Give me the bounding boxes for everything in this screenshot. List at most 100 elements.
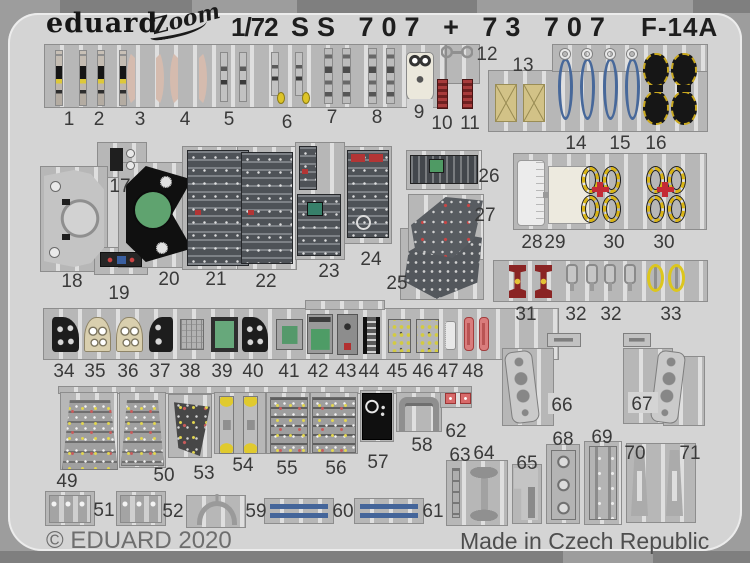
part-graphic-bow [643,53,669,87]
part-graphic-red-h [479,317,489,351]
part-graphic-blue-loop [558,58,573,120]
part-number-label: 66 [551,395,573,416]
part-graphic-gear-w [160,176,172,188]
part-graphic-keypad [416,319,439,353]
scale-label: 1/72 [231,12,279,42]
part-graphic-belt-a [97,50,105,106]
part-graphic-belt-b [271,52,279,96]
part-graphic-buckle54 [243,396,258,454]
part-number-label: 37 [149,361,171,382]
part-number-label: 53 [193,463,215,484]
part-graphic-buckle54 [219,396,234,454]
part-number-label: 61 [422,501,444,522]
part-graphic-ringy [668,167,685,193]
part-number-label: 32 [565,304,587,325]
part-number-label: 24 [360,249,382,270]
part-number-label: 7 [326,107,338,128]
part-graphic-cons55 [312,397,356,453]
part-graphic-belt-a [55,50,63,106]
part-graphic-gauge-crm [84,317,111,352]
part-graphic-belt-c [324,48,333,104]
part-graphic-console [299,146,317,190]
part-graphic-strap-r [148,50,164,107]
part-graphic-dot-y [302,92,310,104]
part-number-label: 12 [476,44,498,65]
part-graphic-ox-mask [406,52,434,102]
part-graphic-gear-w [156,242,168,254]
part-number-label: 34 [53,361,75,382]
part-number-label: 63 [449,445,471,466]
part-graphic-strap-l [170,50,186,107]
frame-tab-top-center [297,0,477,13]
part-number-label: 55 [276,458,298,479]
part-graphic-console24 [347,150,389,238]
part-number-label: 48 [462,361,484,382]
part-graphic-panel-dark [62,234,70,240]
part-graphic-panel26 [410,155,478,184]
part-number-label: 15 [609,133,631,154]
part-number-label: 32 [600,304,622,325]
part-graphic-buckle [566,264,578,284]
part-number-label: 17 [109,176,131,197]
part-graphic-gauge-blk [242,317,268,352]
part-graphic-green-circ [133,190,173,230]
part-number-label: 28 [521,232,543,253]
part-number-label: 68 [552,429,574,450]
part-number-label: 30 [603,232,625,253]
part-graphic-white-brk2 [445,321,456,350]
part-number-label: 19 [108,283,130,304]
part-graphic-ringy [582,196,599,222]
part-graphic-arch59 [197,501,237,525]
part-graphic-belt-c [342,48,351,104]
part-graphic-circle-w [126,149,135,158]
part-graphic-panel-dark [62,199,70,205]
part-number-label: 30 [653,232,675,253]
part-number-label: 42 [307,361,329,382]
part-number-label: 26 [478,166,500,187]
part-graphic-cons49 [62,400,118,470]
part-number-label: 50 [153,465,175,486]
part-graphic-dot-y [277,92,285,104]
part-graphic-tab66 [547,333,581,347]
part-number-label: 54 [232,455,254,476]
part-graphic-tab66 [623,333,651,347]
part-graphic-red-sq [460,393,471,404]
part-graphic-strap-r [191,50,207,107]
part-graphic-bow [671,53,697,87]
part-number-label: 52 [162,501,184,522]
part-graphic-ringy [668,196,685,222]
part-number-label: 33 [660,304,682,325]
part-graphic-ring-s [560,49,570,59]
part-graphic-belt-b [295,52,303,96]
part-graphic-gauge-crm [116,317,143,352]
part-graphic-panel43 [337,314,358,355]
part-graphic-cons53 [174,402,210,456]
part-number-label: 62 [445,421,467,442]
part-number-label: 39 [211,361,233,382]
part-number-label: 40 [242,361,264,382]
part-graphic-circle-w [49,247,60,258]
part-number-label: 70 [624,443,646,464]
aircraft-name: F-14A [641,12,719,42]
part-number-label: 1 [63,109,75,130]
frame-tab-bottom-left [0,551,563,563]
part-graphic-screen42 [307,314,333,354]
fret-plate [305,300,385,310]
part-graphic-taper70 [631,450,648,516]
part-graphic-buckle [604,264,616,284]
part-graphic-bow-bar [677,85,691,92]
part-number-label: 58 [411,435,433,456]
part-graphic-bow-bar [649,85,663,92]
zoom-series-logo: Zoom [149,0,223,40]
part-number-label: 43 [335,361,357,382]
part-number-label: 3 [134,109,146,130]
part-graphic-arch58 [399,397,439,431]
part-number-label: 60 [332,501,354,522]
part-number-label: 35 [84,361,106,382]
made-in-text: Made in Czech Republic [460,528,710,554]
part-number-label: 20 [158,269,180,290]
part-graphic-ringy [647,167,664,193]
frame-tab-top-left [60,0,192,13]
